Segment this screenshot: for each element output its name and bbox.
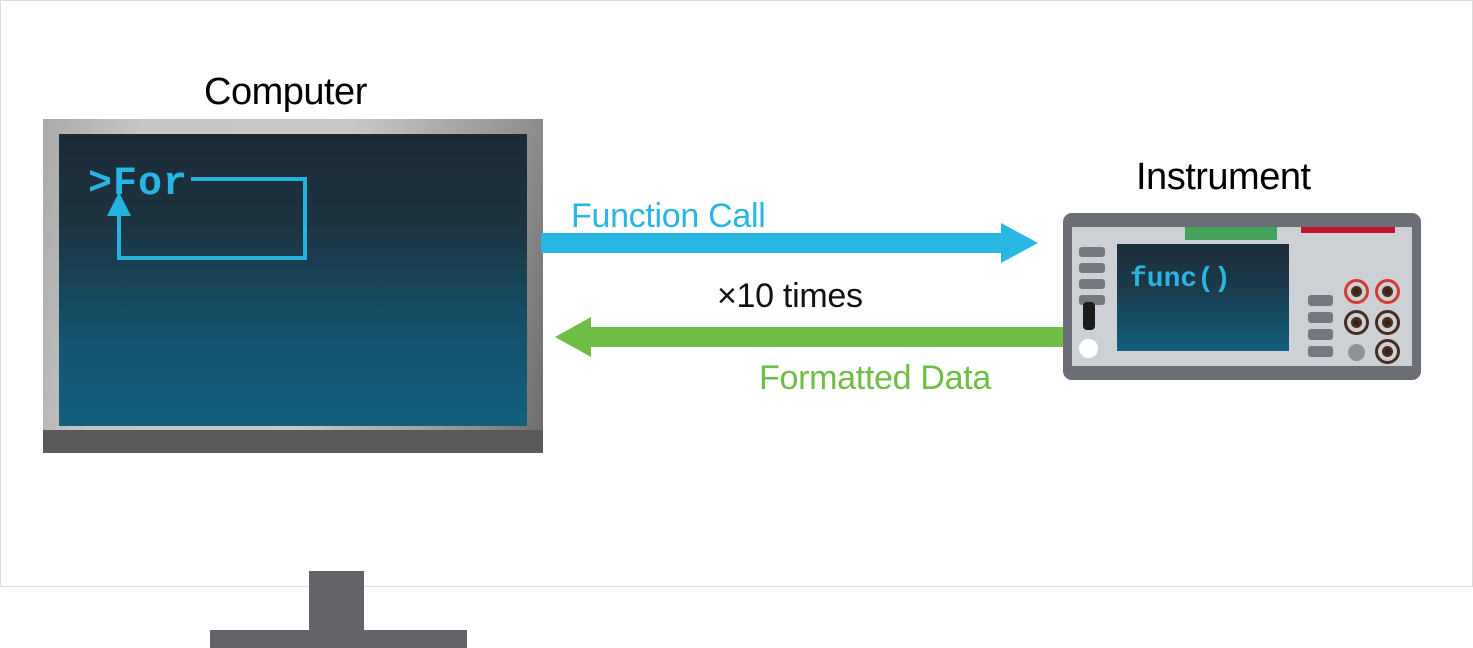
monitor-screen: >For	[59, 134, 527, 426]
instrument-title: Instrument	[1136, 156, 1311, 198]
instrument-left-button-4[interactable]	[1079, 295, 1105, 305]
instrument-right-button-2[interactable]	[1308, 312, 1333, 323]
instrument-faceplate: func()	[1072, 227, 1412, 366]
instrument-jack-red-2[interactable]	[1375, 279, 1400, 304]
instrument-screen: func()	[1117, 244, 1289, 351]
instrument-red-indicator	[1301, 227, 1395, 233]
instrument-green-indicator	[1185, 227, 1277, 240]
instrument-left-button-3[interactable]	[1079, 279, 1105, 289]
computer-monitor: >For	[43, 119, 543, 648]
instrument-jack-dark-1[interactable]	[1344, 310, 1369, 335]
repeat-count-label: ×10 times	[717, 277, 863, 315]
formatted-data-label: Formatted Data	[759, 359, 992, 397]
instrument-screen-text: func()	[1130, 264, 1231, 295]
monitor-bezel-bottom	[43, 430, 543, 453]
instrument-power-indicator	[1079, 339, 1098, 358]
instrument-jack-red-1[interactable]	[1344, 279, 1369, 304]
instrument-jack-blank	[1348, 344, 1365, 361]
screen-prompt-text: >For	[88, 162, 189, 207]
function-call-label: Function Call	[571, 197, 766, 235]
instrument-left-button-1[interactable]	[1079, 247, 1105, 257]
instrument-device: func()	[1063, 213, 1421, 380]
instrument-right-button-1[interactable]	[1308, 295, 1333, 306]
instrument-black-key[interactable]	[1083, 302, 1095, 330]
diagram-root: Computer Instrument >For Function Call	[0, 0, 1473, 587]
formatted-data-arrow-icon	[555, 317, 1073, 357]
instrument-jack-dark-2[interactable]	[1375, 310, 1400, 335]
instrument-left-button-2[interactable]	[1079, 263, 1105, 273]
instrument-right-button-4[interactable]	[1308, 346, 1333, 357]
instrument-right-button-3[interactable]	[1308, 329, 1333, 340]
function-call-arrow-icon	[541, 223, 1038, 263]
instrument-jack-dark-3[interactable]	[1375, 339, 1400, 364]
loop-back-arrow-icon	[107, 177, 307, 260]
monitor-stand-base	[210, 630, 467, 648]
monitor-stand-neck	[309, 571, 364, 632]
computer-title: Computer	[204, 71, 367, 113]
